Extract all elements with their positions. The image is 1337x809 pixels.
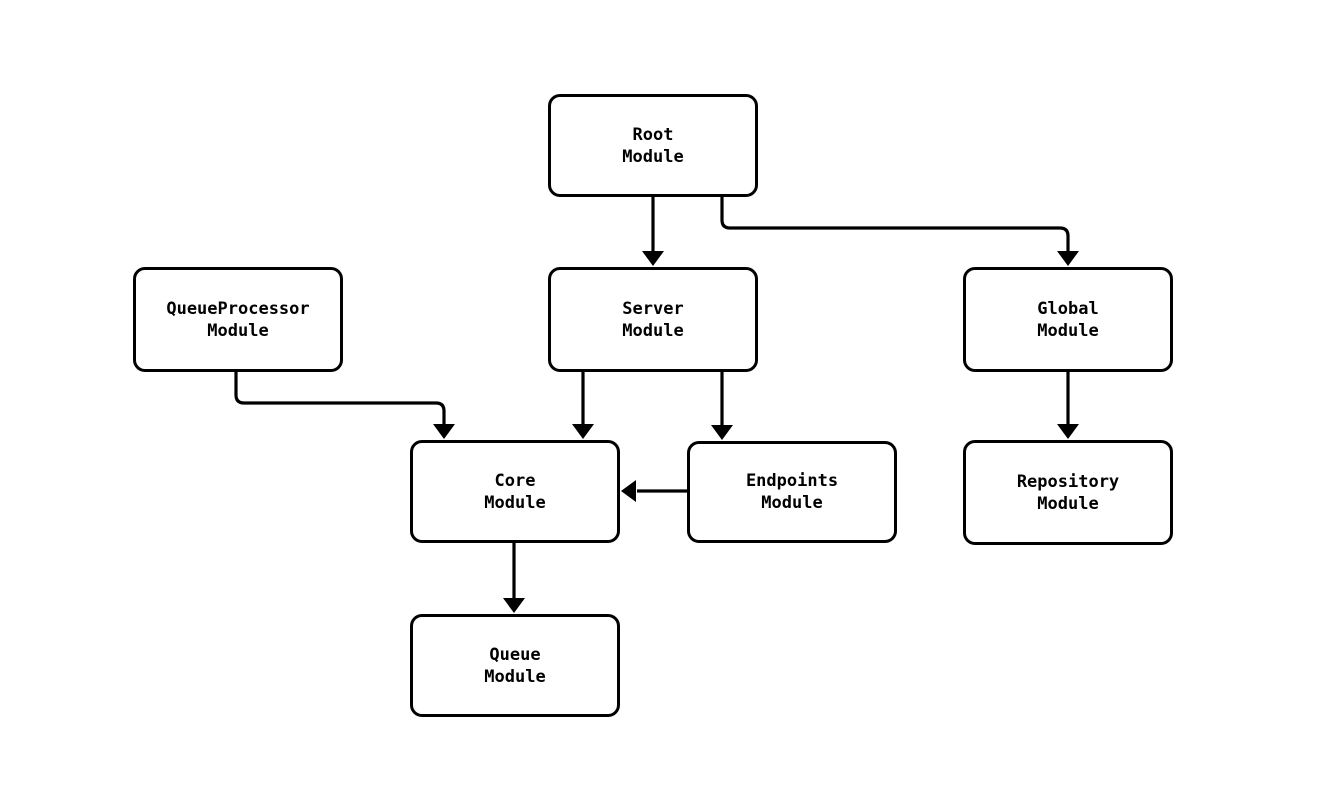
- arrowhead-server-to-endpoints: [711, 425, 733, 440]
- node-repository-subtitle: Module: [1037, 493, 1099, 514]
- arrowheads-group: [433, 251, 1079, 613]
- arrowhead-root-to-global: [1057, 251, 1079, 266]
- arrowhead-global-to-repository: [1057, 424, 1079, 439]
- edges-group: [234, 197, 1070, 599]
- node-endpoints-subtitle: Module: [761, 493, 823, 513]
- node-global-subtitle: Module: [1037, 320, 1099, 341]
- node-core-subtitle: Module: [484, 492, 546, 513]
- node-server-subtitle: Module: [622, 320, 684, 341]
- node-queueprocessor-subtitle: Module: [207, 320, 269, 341]
- arrowhead-root-to-server: [642, 251, 664, 266]
- node-queueprocessor-title: QueueProcessor: [166, 298, 310, 319]
- node-queue-subtitle: Module: [484, 666, 546, 687]
- node-root-title: Root: [632, 124, 674, 145]
- node-repository-title: Repository: [1016, 471, 1120, 492]
- arrowhead-endpoints-to-core: [621, 480, 636, 502]
- node-endpoints-title: Endpoints: [745, 471, 839, 491]
- arrowhead-queueprocessor-to-core: [433, 424, 455, 439]
- node-server-title: Server: [622, 298, 684, 319]
- node-root-subtitle: Module: [622, 146, 684, 167]
- node-global-title: Global: [1037, 298, 1099, 319]
- node-queue-title: Queue: [489, 644, 541, 665]
- arrowhead-server-to-core: [572, 424, 594, 439]
- edge-root-to-global: [720, 197, 1070, 252]
- edge-queueprocessor-to-core: [234, 372, 446, 425]
- node-core-title: Core: [494, 470, 536, 491]
- arrowhead-core-to-queue: [503, 598, 525, 613]
